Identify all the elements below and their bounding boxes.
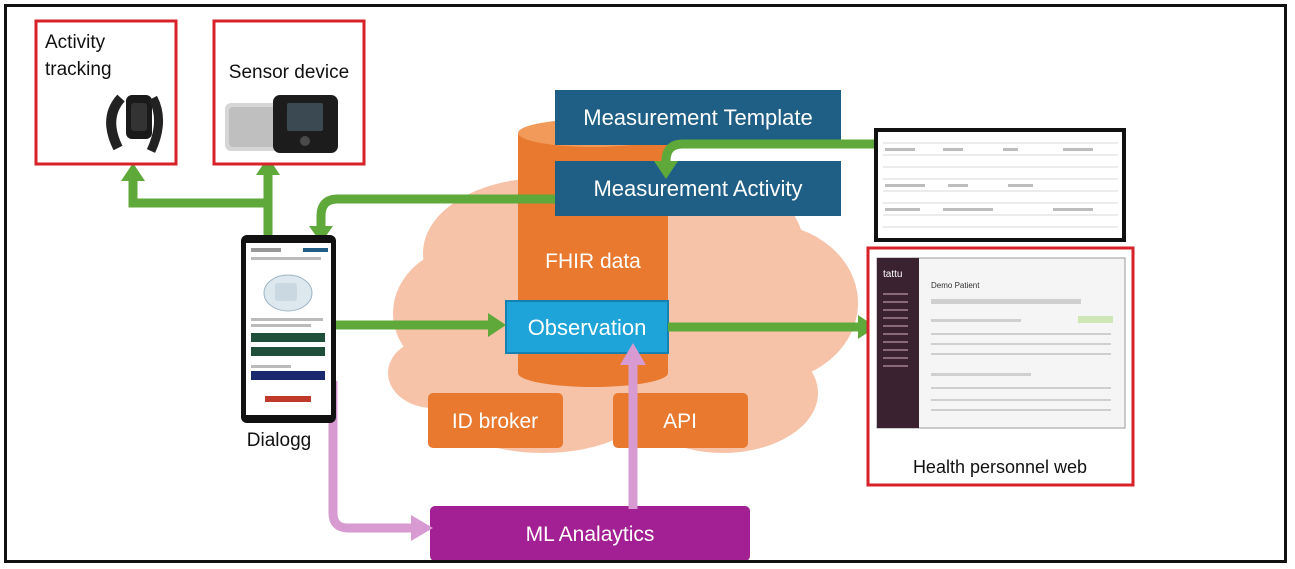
dialogg-label: Dialogg (247, 430, 311, 451)
diagram-frame: FHIR data Measurement Template Measureme… (4, 4, 1287, 563)
measurement-template-label: Measurement Template (583, 105, 813, 130)
arrowhead-to-phone (309, 226, 333, 243)
web-title: Demo Patient (931, 281, 980, 290)
measurement-activity-label: Measurement Activity (593, 176, 802, 201)
arrowhead-to-observation-green (488, 313, 506, 337)
pink-arrows (328, 363, 638, 533)
web-app-screenshot: tattu Demo Patient (876, 257, 1126, 429)
arrowhead-to-sensor (256, 157, 280, 175)
measurement-template-box: Measurement Template (555, 90, 841, 145)
id-broker-box: ID broker (428, 393, 563, 448)
web-brand: tattu (883, 269, 902, 280)
cuff-illustration (263, 274, 313, 312)
fhir-data-label: FHIR data (545, 250, 641, 273)
measurement-activity-box: Measurement Activity (555, 161, 841, 216)
activity-tracking-box: Activity tracking (34, 19, 178, 166)
sensor-device-label: Sensor device (229, 62, 349, 83)
ml-analytics-box: ML Analaytics (430, 506, 750, 561)
health-personnel-web-box: tattu Demo Patient (866, 246, 1135, 487)
health-personnel-web-label: Health personnel web (913, 457, 1087, 477)
arrowhead-to-activity (121, 163, 145, 181)
template-screenshot (874, 128, 1126, 242)
observation-label: Observation (528, 315, 647, 340)
arrowhead-to-ml (411, 515, 433, 541)
blood-pressure-monitor-icon (225, 95, 338, 153)
green-arrows (128, 139, 876, 332)
sensor-device-box: Sensor device (212, 19, 366, 166)
id-broker-label: ID broker (452, 410, 538, 433)
arrowhead-to-activity-box (654, 161, 678, 179)
activity-tracking-label: Activity tracking (45, 32, 112, 80)
dialogg-phone (241, 235, 336, 423)
arrowhead-to-observation (620, 343, 646, 365)
api-label: API (663, 410, 697, 433)
api-box: API (613, 393, 748, 448)
ml-analytics-label: ML Analaytics (526, 523, 655, 546)
observation-box: Observation (505, 300, 669, 354)
fitness-band-icon (106, 94, 163, 153)
